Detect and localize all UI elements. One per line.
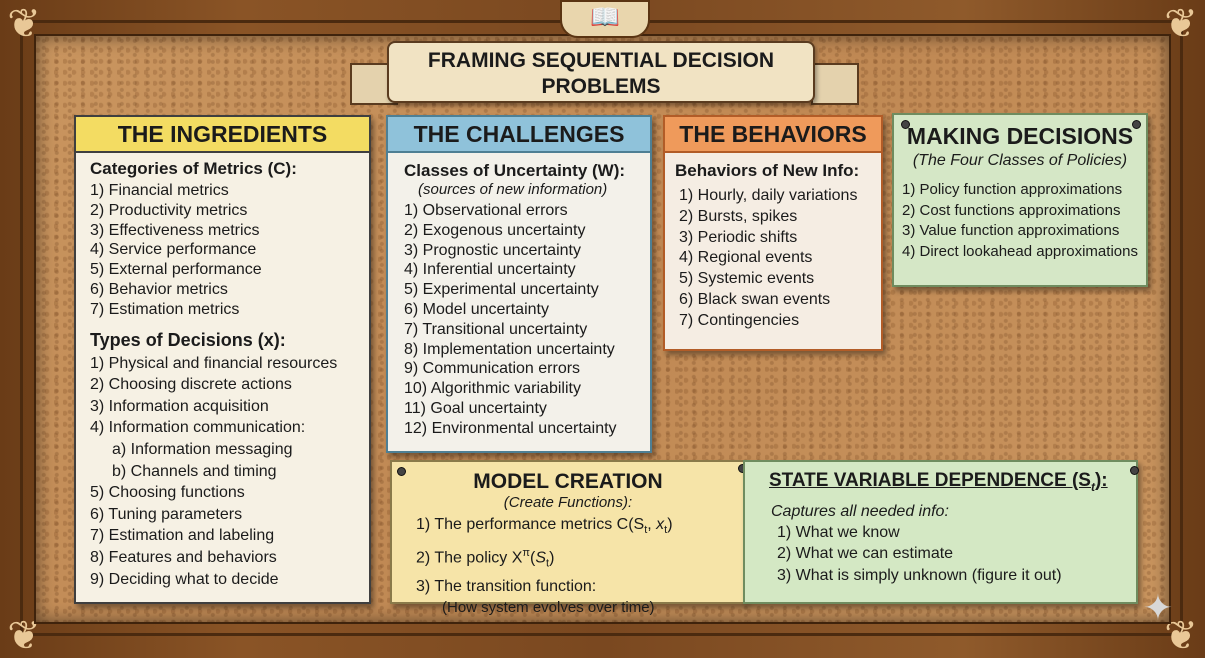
list-item: 4) Service performance xyxy=(90,241,257,259)
list-item: 5) Systemic events xyxy=(679,270,815,288)
performance-metrics-text: 1) The performance metrics C(S xyxy=(416,516,645,533)
behaviors-note: THE BEHAVIORS Behaviors of New Info: 1) … xyxy=(663,115,883,351)
model-creation-note: MODEL CREATION (Create Functions): 1) Th… xyxy=(390,460,747,616)
decisions-title: Types of Decisions (x): xyxy=(90,329,286,350)
state-variable-header-end: ): xyxy=(1094,470,1108,491)
title-line-1: FRAMING SEQUENTIAL DECISION xyxy=(427,49,775,72)
title-line-2: PROBLEMS xyxy=(541,75,661,98)
list-item: 5) External performance xyxy=(90,261,262,279)
list-item: a) Information messaging xyxy=(112,440,293,458)
list-item: 11) Goal uncertainty xyxy=(404,399,547,417)
list-item: 6) Behavior metrics xyxy=(90,280,228,298)
list-item: 3) The transition function: xyxy=(416,577,597,595)
metrics-list: 1) Financial metrics 2) Productivity met… xyxy=(90,181,369,320)
list-item: (How system evolves over time) xyxy=(442,598,655,616)
list-item: 2) Bursts, spikes xyxy=(679,207,798,225)
ingredients-header: THE INGREDIENTS xyxy=(76,117,369,153)
list-item: 2) Cost functions approximations xyxy=(902,201,1121,219)
title-banner: FRAMING SEQUENTIAL DECISION PROBLEMS xyxy=(387,41,815,103)
state-variable-header: STATE VARIABLE DEPENDENCE (St): xyxy=(769,469,1136,499)
list-item: 3) Value function approximations xyxy=(902,222,1120,240)
making-decisions-subtitle: (The Four Classes of Policies) xyxy=(912,152,1128,169)
list-item: 1) Physical and financial resources xyxy=(90,354,338,372)
pin-icon xyxy=(1130,466,1139,475)
decisions-list: 1) Physical and financial resources 2) C… xyxy=(90,353,369,591)
list-item: 7) Estimation and labeling xyxy=(90,527,275,545)
list-item: 1) Financial metrics xyxy=(90,182,229,199)
list-item: 4) Regional events xyxy=(679,249,813,267)
metrics-title: Categories of Metrics (C): xyxy=(90,159,297,178)
list-item: 1) Observational errors xyxy=(404,202,568,219)
list-item: 8) Implementation uncertainty xyxy=(404,340,615,358)
challenges-header: THE CHALLENGES xyxy=(388,117,650,153)
list-item: 1) Hourly, daily variations xyxy=(679,187,858,204)
ingredients-note: THE INGREDIENTS Categories of Metrics (C… xyxy=(74,115,371,604)
list-item: 4) Inferential uncertainty xyxy=(404,261,576,279)
behaviors-list: 1) Hourly, daily variations 2) Bursts, s… xyxy=(675,186,881,332)
list-item: 7) Contingencies xyxy=(679,311,800,329)
list-item: 3) Information acquisition xyxy=(90,397,269,415)
behaviors-title: Behaviors of New Info: xyxy=(675,161,860,180)
list-item: 1) Policy function approximations xyxy=(902,181,1123,198)
uncertainty-list: 1) Observational errors 2) Exogenous unc… xyxy=(404,201,650,439)
list-item: 2) Choosing discrete actions xyxy=(90,376,292,394)
list-item: 9) Deciding what to decide xyxy=(90,570,279,588)
list-item: 6) Tuning parameters xyxy=(90,505,243,523)
pin-icon xyxy=(397,467,406,476)
making-decisions-note: MAKING DECISIONS (The Four Classes of Po… xyxy=(892,113,1148,287)
state-variable-list: 1) What we know 2) What we can estimate … xyxy=(745,522,1136,587)
list-item: 1) What we know xyxy=(777,523,900,541)
list-item: 12) Environmental uncertainty xyxy=(404,419,617,437)
banner-ribbon-right xyxy=(811,63,859,105)
list-item: 3) What is simply unknown (figure it out… xyxy=(777,566,1062,584)
list-item: 3) Effectiveness metrics xyxy=(90,221,260,239)
behaviors-header: THE BEHAVIORS xyxy=(665,117,881,153)
making-decisions-header: MAKING DECISIONS xyxy=(906,123,1134,149)
challenges-note: THE CHALLENGES Classes of Uncertainty (W… xyxy=(386,115,652,453)
uncertainty-title: Classes of Uncertainty (W): xyxy=(404,161,626,180)
list-item: 7) Estimation metrics xyxy=(90,300,240,318)
uncertainty-subtitle: (sources of new information) xyxy=(418,181,608,198)
pin-icon xyxy=(1132,120,1141,129)
list-item: 9) Communication errors xyxy=(404,360,581,378)
list-item: b) Channels and timing xyxy=(112,462,277,480)
policies-list: 1) Policy function approximations 2) Cos… xyxy=(894,180,1146,262)
state-variable-header-text: STATE VARIABLE DEPENDENCE (S xyxy=(769,470,1091,491)
list-item: 6) Black swan events xyxy=(679,290,831,308)
performance-metrics-item: 1) The performance metrics C(St, xt) xyxy=(416,516,673,537)
list-item: 10) Algorithmic variability xyxy=(404,380,581,398)
list-item: 4) Information communication: xyxy=(90,419,306,437)
list-item: 5) Experimental uncertainty xyxy=(404,281,599,299)
list-item: 7) Transitional uncertainty xyxy=(404,320,588,338)
sparkle-icon: ✦ xyxy=(1142,587,1174,628)
list-item: 3) Periodic shifts xyxy=(679,228,798,246)
list-item: 5) Choosing functions xyxy=(90,484,245,502)
state-variable-note: STATE VARIABLE DEPENDENCE (St): Captures… xyxy=(743,460,1139,604)
list-item: 2) Exogenous uncertainty xyxy=(404,221,586,239)
model-creation-header: MODEL CREATION xyxy=(473,470,663,493)
list-item: 8) Features and behaviors xyxy=(90,548,277,566)
policy-text: 2) The policy X xyxy=(416,549,523,567)
pin-icon xyxy=(901,120,910,129)
model-creation-subtitle: (Create Functions): xyxy=(503,494,633,511)
state-variable-subtitle: Captures all needed info: xyxy=(771,502,949,520)
state-variable-subscript: t xyxy=(1090,479,1095,494)
policy-item: 2) The policy Xπ(St) xyxy=(416,547,555,570)
open-book-icon: 📖 xyxy=(560,0,650,38)
list-item: 2) Productivity metrics xyxy=(90,201,248,219)
list-item: 2) What we can estimate xyxy=(777,545,954,563)
list-item: 6) Model uncertainty xyxy=(404,300,549,318)
list-item: 3) Prognostic uncertainty xyxy=(404,241,581,259)
list-item: 4) Direct lookahead approximations xyxy=(902,242,1138,260)
